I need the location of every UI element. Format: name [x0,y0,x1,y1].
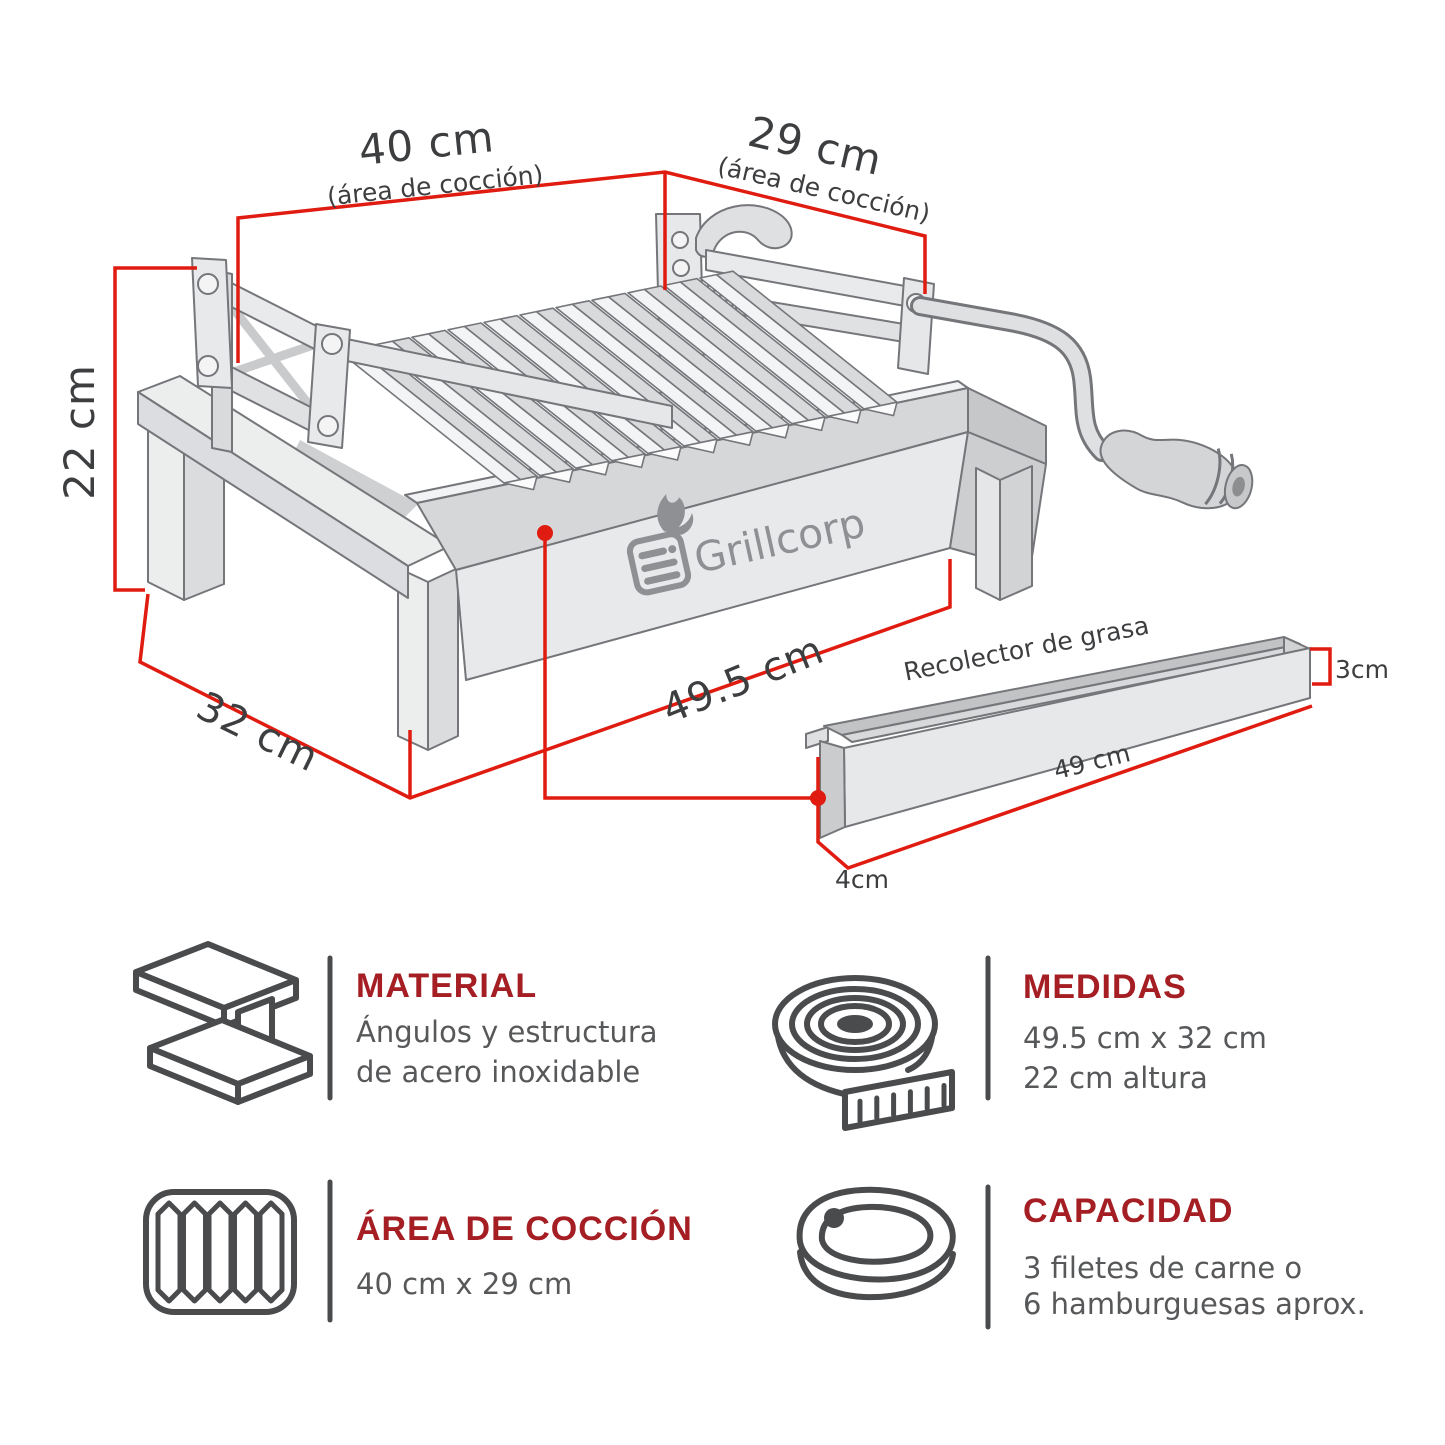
callout-dot-tray [810,790,826,806]
dimension-lines [113,170,1332,870]
callout-dot-grill [537,525,553,541]
grill-grate-channels [191,257,898,491]
area-coccion-title: ÁREA DE COCCIÓN [356,1210,693,1248]
dim-22cm-bracket [113,266,197,592]
logo-flame-icon [657,494,694,535]
material-line-1: Ángulos y estructura [356,1015,658,1049]
measuring-tape-icon [772,975,955,1131]
capacidad-title: CAPACIDAD [1023,1192,1233,1230]
label-22cm: 22 cm [55,364,104,500]
label-3cm: 3cm [1335,655,1389,684]
label-49p5cm: 49.5 cm [656,627,831,733]
dim-32cm-49p5cm-line [138,559,952,800]
logo-grill-icon [626,531,692,596]
medidas-line-1: 49.5 cm x 32 cm [1023,1021,1267,1055]
label-4cm: 4cm [835,865,889,894]
capacidad-line-1: 3 filetes de carne o [1023,1251,1302,1285]
capacidad-line-2: 6 hamburguesas aprox. [1023,1287,1366,1321]
medidas-title: MEDIDAS [1023,968,1187,1006]
grill-grate-icon [143,1189,297,1315]
label-40cm: 40 cm [356,112,496,175]
label-32cm: 32 cm [189,683,326,781]
tray-3cm-bracket [1310,647,1332,686]
material-title: MATERIAL [356,967,537,1005]
i-beam-icon [133,941,313,1105]
grill-frame [137,375,459,751]
spec-sections: MATERIAL Ángulos y estructura de acero i… [133,941,1366,1330]
material-line-2: de acero inoxidable [356,1055,640,1089]
crank-handle [1099,429,1254,510]
tray-callout-line [543,533,818,800]
medidas-line-2: 22 cm altura [1023,1061,1208,1095]
grease-tray [805,636,1311,839]
steak-icon [796,1186,956,1301]
area-coccion-line-1: 40 cm x 29 cm [356,1267,572,1301]
label-40cm-note: (área de cocción) [326,160,545,212]
